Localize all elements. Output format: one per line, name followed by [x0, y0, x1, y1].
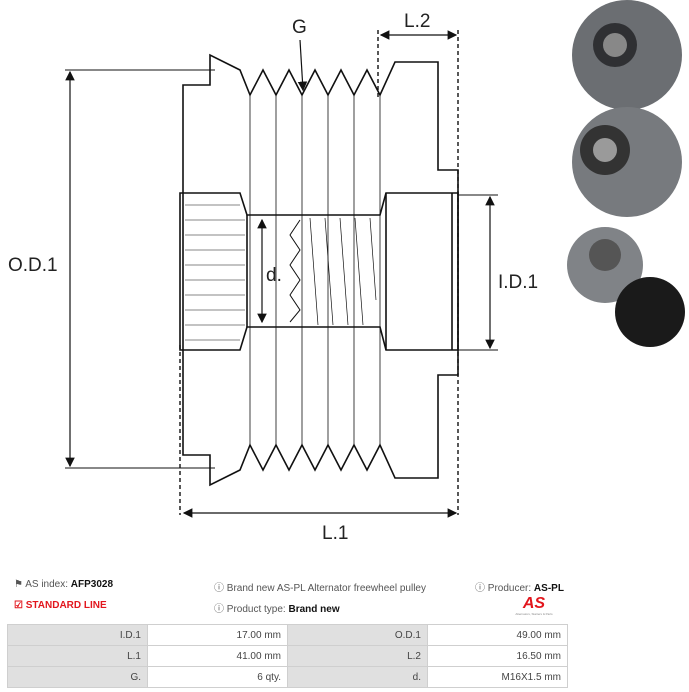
spec-key: G.	[7, 666, 148, 688]
checkbox-icon: ☑	[14, 600, 23, 611]
product-type: ⓘ Product type: Brand new	[214, 604, 340, 615]
spec-key: d.	[287, 666, 428, 688]
pulley-technical-drawing	[65, 0, 685, 518]
standard-line-badge: ☑ STANDARD LINE	[14, 600, 107, 611]
tag-icon: ⚑	[14, 579, 23, 590]
info-icon: ⓘ	[214, 604, 224, 615]
label-l1: L.1	[322, 523, 349, 544]
spec-key: L.1	[7, 645, 148, 667]
spec-value: M16X1.5 mm	[427, 666, 568, 688]
label-d: d.	[266, 265, 282, 286]
table-row: G.6 qty.d.M16X1.5 mm	[7, 666, 568, 688]
spec-value: 16.50 mm	[427, 645, 568, 667]
description: ⓘ Brand new AS-PL Alternator freewheel p…	[214, 583, 426, 594]
spec-value: 49.00 mm	[427, 624, 568, 646]
spec-key: O.D.1	[287, 624, 428, 646]
spec-key: L.2	[287, 645, 428, 667]
as-index: ⚑ AS index: AFP3028	[14, 579, 114, 590]
spec-value: 41.00 mm	[147, 645, 288, 667]
label-l2: L.2	[404, 11, 431, 32]
producer: ⓘ Producer: AS-PL	[475, 583, 564, 594]
spec-value: 6 qty.	[147, 666, 288, 688]
label-od1: O.D.1	[8, 255, 58, 276]
info-icon: ⓘ	[475, 583, 485, 594]
spec-value: 17.00 mm	[147, 624, 288, 646]
product-photos	[567, 0, 685, 347]
spec-key: I.D.1	[7, 624, 148, 646]
info-icon: ⓘ	[214, 583, 224, 594]
label-g: G	[292, 17, 307, 38]
label-id1: I.D.1	[498, 272, 539, 293]
